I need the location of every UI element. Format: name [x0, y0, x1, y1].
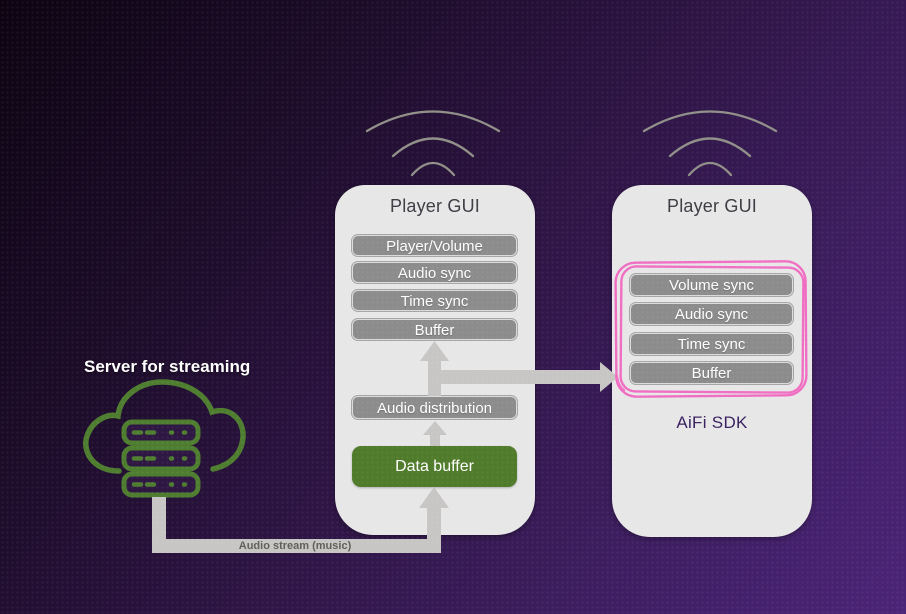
- audio-stream-label: Audio stream (music): [238, 540, 352, 552]
- module-volume-sync: Volume sync: [630, 274, 793, 296]
- module-time-sync: Time sync: [630, 333, 793, 355]
- wifi-signal-icon: [365, 110, 501, 177]
- module-player-volume: Player/Volume: [352, 235, 517, 256]
- audio-stream-connector: [152, 487, 449, 553]
- server-label: Server for streaming: [84, 357, 251, 376]
- cloud-server-icon: [83, 379, 246, 498]
- module-audio-sync: Audio sync: [630, 303, 793, 325]
- module-time-sync: Time sync: [352, 290, 517, 311]
- module-audio-sync: Audio sync: [352, 262, 517, 283]
- device-title: Player GUI: [389, 196, 481, 216]
- data-buffer-block: Data buffer: [352, 446, 517, 487]
- module-buffer: Buffer: [352, 319, 517, 340]
- module-buffer: Buffer: [630, 362, 793, 384]
- distribution-to-remote-arrow: [434, 362, 618, 392]
- buffer-to-distribution-arrow: [423, 421, 447, 446]
- right-player-device: Player GUI Volume sync Audio sync Time s…: [612, 185, 812, 537]
- aifi-sdk-label: AiFi SDK: [676, 413, 748, 432]
- wifi-signal-icon: [642, 110, 778, 177]
- device-title: Player GUI: [666, 196, 758, 216]
- module-audio-distribution: Audio distribution: [352, 396, 517, 419]
- pink-highlight-annotation: [614, 260, 808, 398]
